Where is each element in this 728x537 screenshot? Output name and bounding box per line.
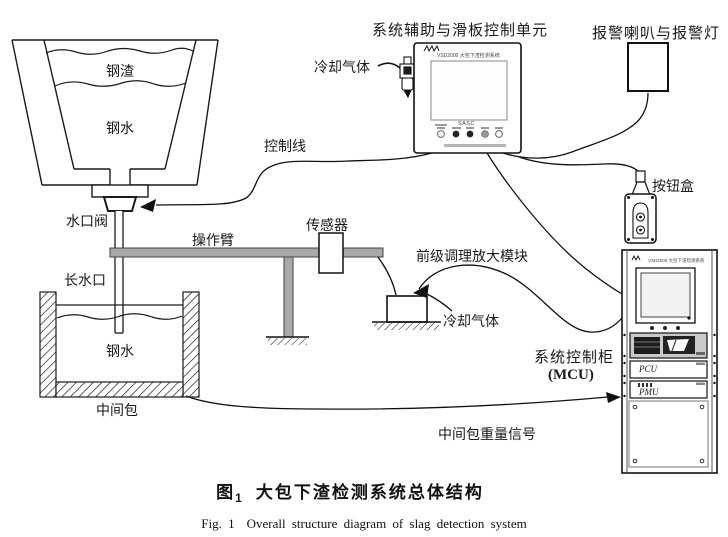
arrow-at-preamp xyxy=(413,284,429,298)
sensor-box xyxy=(318,232,344,274)
panel-button-5 xyxy=(495,130,503,138)
caption-zh-fig: 图 xyxy=(216,483,236,502)
operating-arm-bar xyxy=(109,247,384,258)
arrowheads xyxy=(140,199,621,403)
control-line-cable xyxy=(155,152,433,206)
label-steel-water-ladle: 钢水 xyxy=(106,120,134,136)
cabinet-title-text: VSD2000 大包下渣检测系统 xyxy=(648,258,705,263)
rack-pcu-label: PCU xyxy=(639,364,657,374)
long-nozzle-tube xyxy=(114,211,124,334)
rack-pmu-label: PMU xyxy=(639,387,659,397)
label-button-box: 按钮盒 xyxy=(652,178,694,194)
label-steel-water-tundish: 钢水 xyxy=(106,343,134,359)
panel-to-buttonbox-cable xyxy=(518,156,640,173)
control-cabinet xyxy=(621,249,718,474)
arrow-at-nozzle xyxy=(140,199,156,212)
sensor-cable xyxy=(377,256,397,296)
button-box-device xyxy=(624,170,657,244)
cables xyxy=(155,62,649,410)
arrow-at-cabinet xyxy=(606,392,621,403)
panel-footnote-bar xyxy=(444,144,506,147)
label-weight-signal: 中间包重量信号 xyxy=(438,426,536,442)
label-cooling-gas-top: 冷却气体 xyxy=(314,59,370,75)
label-long-nozzle: 长水口 xyxy=(64,272,106,288)
air-filter-device xyxy=(399,56,416,99)
cabinet-brand-logo xyxy=(631,254,641,262)
label-aux-control-unit: 系统辅助与滑板控制单元 xyxy=(372,22,549,39)
label-nozzle-valve: 水口阀 xyxy=(66,213,108,229)
control-panel-unit xyxy=(413,42,522,154)
panel-screen xyxy=(430,60,508,121)
preamp-box xyxy=(372,295,441,330)
caption-zh-title: 大包下渣检测系统总体结构 xyxy=(255,483,484,502)
panel-to-cabinet-cable xyxy=(486,152,623,295)
caption-chinese: 图1 大包下渣检测系统总体结构 xyxy=(0,478,700,505)
label-operating-arm: 操作臂 xyxy=(192,232,234,248)
caption-en-title: Overall structure diagram of slag detect… xyxy=(246,516,527,531)
tundish-steel-wave xyxy=(56,313,183,320)
caption-english: Fig. 1 Overall structure diagram of slag … xyxy=(0,516,728,532)
preamp-to-cabinet-cable xyxy=(418,264,623,333)
panel-screen-tag: SASC xyxy=(458,121,475,127)
panel-button-4 xyxy=(481,130,489,138)
panel-title-text: VSD2000 大包下渣检测系统 xyxy=(437,53,500,59)
label-tundish: 中间包 xyxy=(96,402,138,418)
nozzle-valve-block xyxy=(102,196,138,212)
label-sensor: 传感器 xyxy=(306,217,348,233)
support-post xyxy=(266,249,309,345)
label-preamp-module: 前级调理放大模块 xyxy=(416,248,528,264)
ladle-vessel xyxy=(11,39,219,212)
caption-zh-fignum: 1 xyxy=(235,491,242,505)
steel-surface-wave xyxy=(54,80,187,87)
cooling-gas-top-pointer xyxy=(377,62,401,69)
slag-surface-wave xyxy=(45,47,194,55)
panel-button-2 xyxy=(452,130,460,138)
label-cooling-gas-bottom: 冷却气体 xyxy=(443,313,499,329)
caption-en-fig: Fig. 1 xyxy=(201,516,235,531)
alarm-box xyxy=(627,42,669,92)
label-steel-slag: 钢渣 xyxy=(106,63,134,79)
rack-pcu xyxy=(629,360,708,379)
rack-pmu xyxy=(629,380,708,399)
panel-to-alarm-cable xyxy=(502,92,649,159)
brand-logo xyxy=(423,44,440,53)
label-cabinet-mcu: (MCU) xyxy=(548,367,594,383)
label-cabinet-name: 系统控制柜 xyxy=(534,349,615,366)
panel-button-1 xyxy=(437,130,445,138)
label-alarm: 报警喇叭与报警灯 xyxy=(592,25,721,42)
rack-blank-panel xyxy=(628,400,709,468)
panel-button-3 xyxy=(466,130,474,138)
label-control-line: 控制线 xyxy=(264,138,306,154)
tundish-vessel xyxy=(39,291,200,398)
weight-signal-cable xyxy=(185,395,609,410)
cooling-gas-pointer xyxy=(426,293,453,312)
